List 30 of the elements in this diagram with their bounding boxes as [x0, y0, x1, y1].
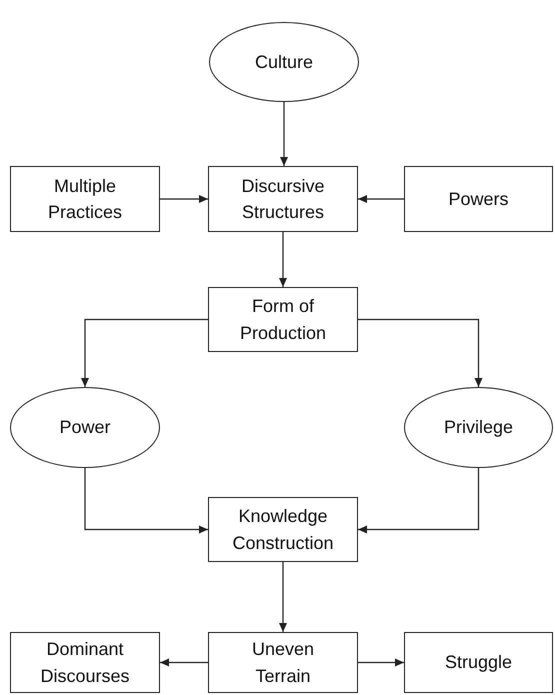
arrow — [160, 195, 208, 203]
node-label: Uneven Terrain — [250, 638, 316, 688]
arrow — [358, 468, 480, 534]
node-label: Privilege — [442, 416, 514, 440]
process-box — [404, 166, 553, 232]
process-box — [208, 287, 358, 352]
process-box — [208, 166, 358, 232]
node-label: Struggle — [444, 651, 514, 674]
process-box — [208, 497, 358, 562]
node-label: Dominant Discourses — [39, 638, 131, 688]
node-label: Culture — [254, 50, 314, 74]
node-label: Powers — [447, 188, 510, 211]
arrow — [280, 102, 288, 166]
arrow — [279, 232, 287, 287]
arrow — [358, 195, 404, 203]
process-box — [404, 632, 553, 693]
node-label: Knowledge Construction — [231, 505, 335, 554]
arrow — [358, 658, 404, 666]
arrow — [358, 318, 482, 387]
process-box — [10, 166, 160, 232]
node-label: Form of Production — [238, 295, 328, 344]
arrow — [279, 562, 287, 632]
arrow — [160, 658, 208, 666]
node-label: Power — [58, 416, 112, 440]
process-box — [10, 632, 160, 693]
process-box — [208, 632, 358, 693]
node-label: Discursive Structures — [240, 174, 326, 224]
arrow — [84, 468, 208, 534]
arrow — [81, 318, 208, 387]
node-label: Multiple Practices — [46, 174, 124, 224]
